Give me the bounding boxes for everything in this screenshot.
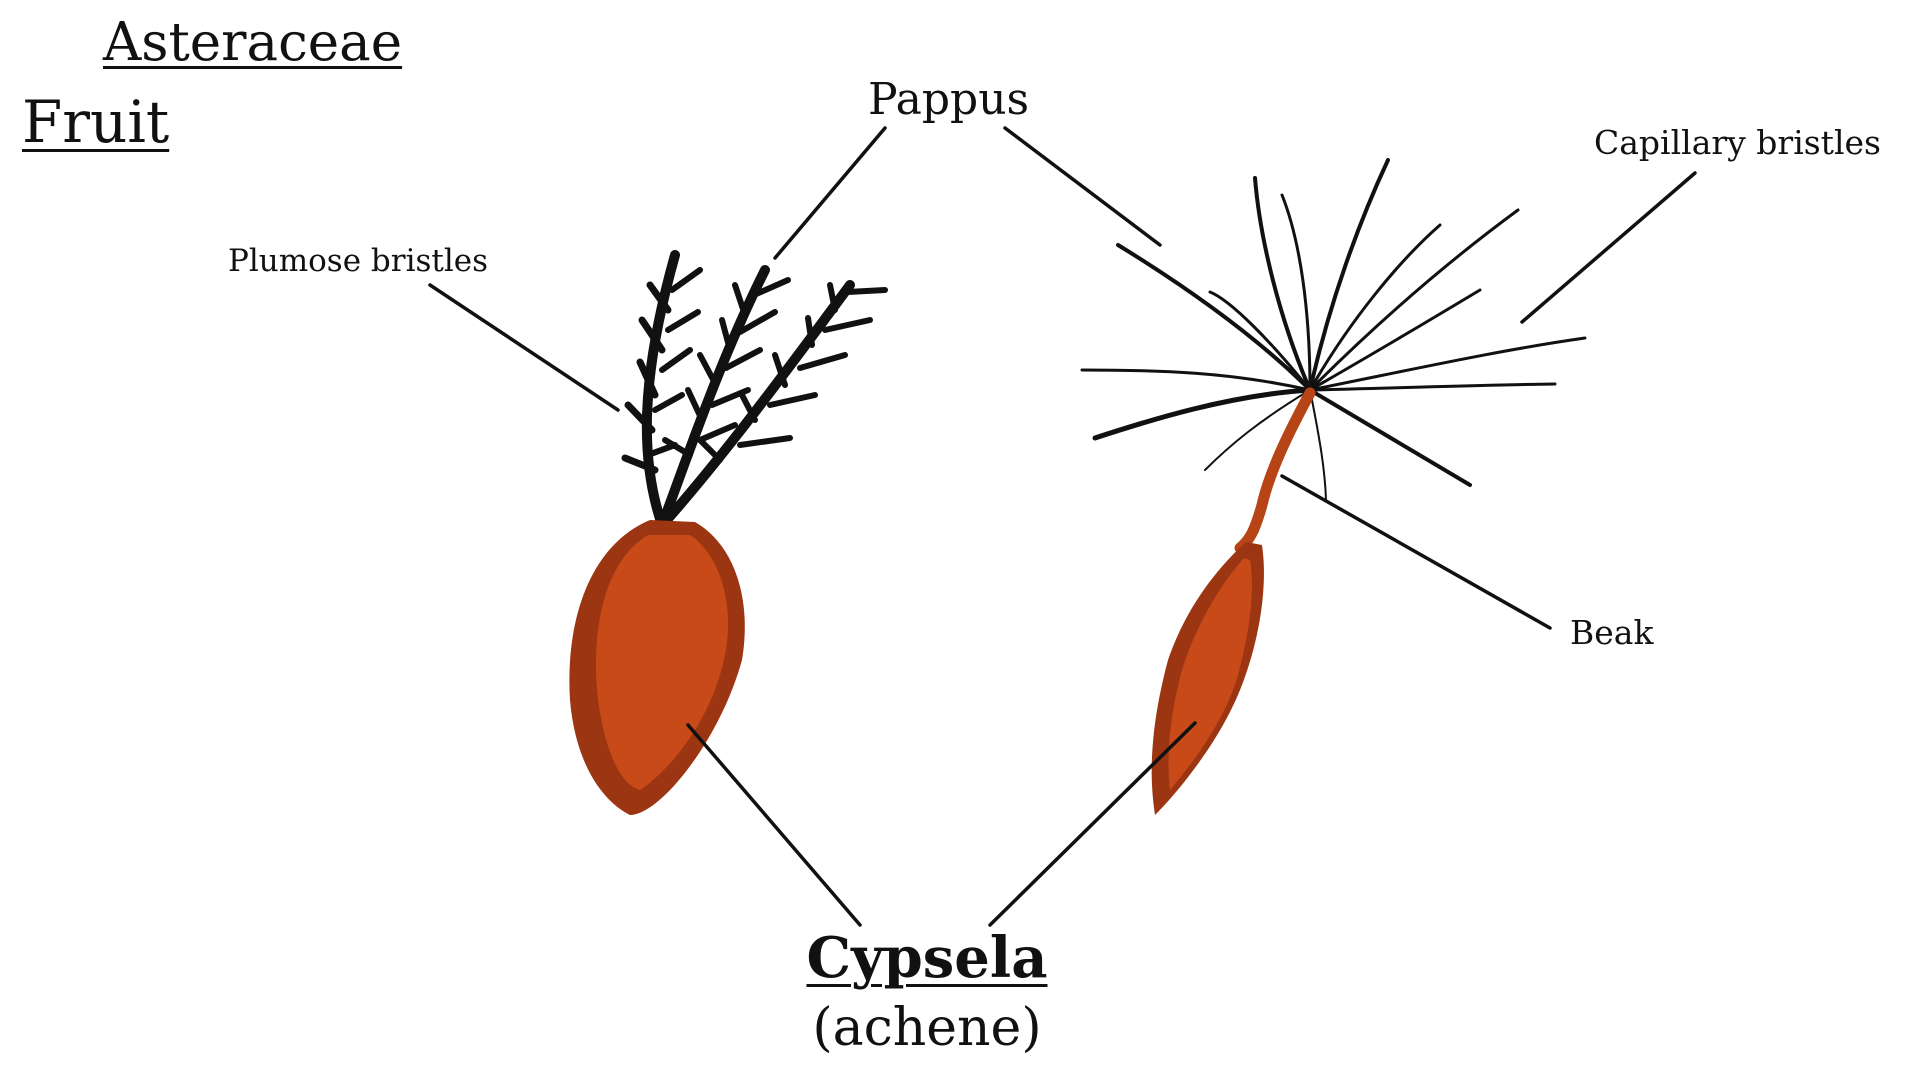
capillary-leader: [1520, 171, 1697, 324]
beak-label: Beak: [1570, 613, 1654, 652]
plumose-pappus: [621, 250, 888, 530]
cypsela-label: Cypsela: [806, 925, 1048, 991]
capillary-pappus: [1080, 158, 1587, 501]
family-title: Asteraceae: [103, 12, 403, 73]
plumose-bristles-label: Plumose bristles: [228, 243, 489, 279]
section-title: Fruit: [22, 88, 170, 156]
cypsela-leader-left: [686, 723, 862, 927]
right-achene: [1151, 387, 1316, 815]
cypsela-leader-right: [988, 721, 1197, 927]
pappus-leader-left: [773, 126, 887, 260]
achene-label: (achene): [812, 998, 1042, 1058]
capillary-bristles-label: Capillary bristles: [1594, 123, 1881, 162]
plumose-leader: [428, 283, 620, 412]
pappus-label: Pappus: [868, 74, 1030, 125]
left-achene: [569, 520, 745, 815]
pappus-leader-right: [1003, 126, 1162, 247]
beak-leader: [1280, 474, 1552, 630]
leader-lines: [428, 126, 1697, 927]
